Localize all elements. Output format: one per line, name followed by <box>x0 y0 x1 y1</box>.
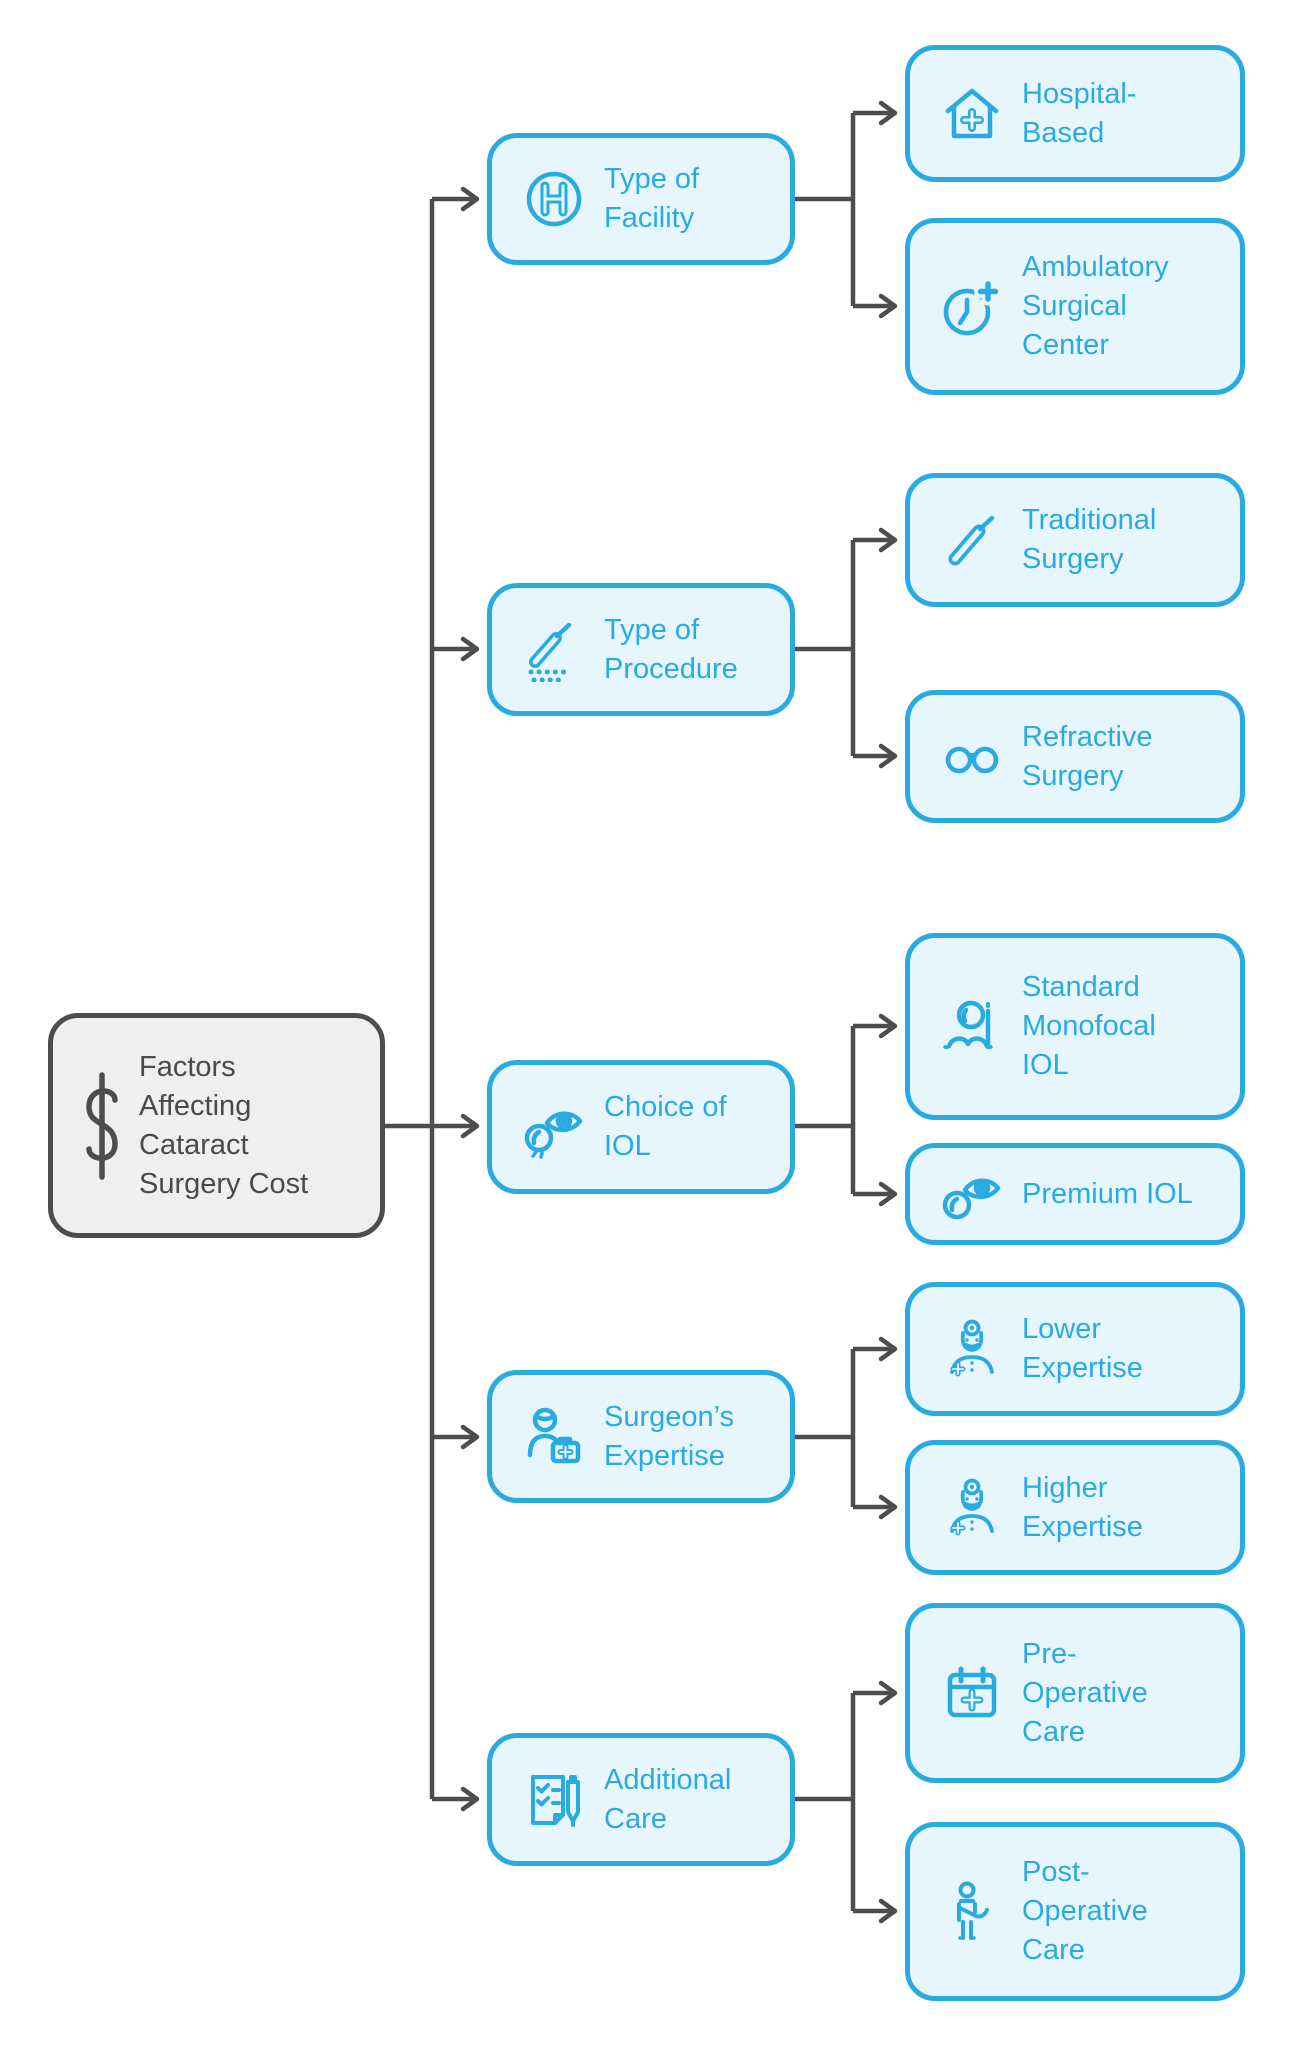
root-node-factors: Factors Affecting Cataract Surgery Cost <box>48 1013 385 1238</box>
surgeon-head-mirror-icon <box>940 1317 1004 1381</box>
clock-plus-icon <box>940 275 1004 339</box>
surgeon-medical-kit-icon <box>522 1405 586 1469</box>
child-lower-expertise: Lower Expertise <box>905 1282 1245 1416</box>
child-pre-operative-care: Pre-Operative Care <box>905 1603 1245 1783</box>
child-hospital-based: Hospital-Based <box>905 45 1245 182</box>
child-post-operative-care: Post-Operative Care <box>905 1822 1245 2001</box>
connector-facility-stem <box>795 113 856 306</box>
branch-label: Surgeon’s Expertise <box>604 1400 735 1472</box>
child-label: Premium IOL <box>1022 1177 1193 1210</box>
monocle-mustache-icon <box>940 995 1004 1059</box>
hospital-h-icon <box>522 167 586 231</box>
connector-procedure-stem <box>795 540 856 756</box>
child-label: Higher Expertise <box>1022 1471 1143 1543</box>
arm-sling-icon <box>940 1880 1004 1944</box>
child-refractive-surgery: Refractive Surgery <box>905 690 1245 823</box>
branch-additional-care: Additional Care <box>487 1733 795 1866</box>
dollar-sign-icon <box>79 1063 125 1189</box>
branch-label: Type of Facility <box>604 163 700 234</box>
checklist-pen-icon <box>522 1768 586 1832</box>
surgeon-head-mirror-icon <box>940 1476 1004 1540</box>
eye-lens-icon <box>940 1162 1004 1226</box>
connector-additional-stem <box>795 1693 856 1911</box>
connector-iol-stem <box>795 1026 856 1194</box>
branch-type-of-procedure: Type of Procedure <box>487 583 795 716</box>
child-label: Standard Monofocal IOL <box>1022 971 1156 1081</box>
child-label: Ambulatory Surgical Center <box>1022 251 1169 361</box>
branch-label: Additional Care <box>604 1763 732 1835</box>
branch-label: Type of Procedure <box>604 613 738 685</box>
hospital-building-icon <box>940 82 1004 146</box>
branch-type-of-facility: Type of Facility <box>487 133 795 265</box>
child-label: Post-Operative Care <box>1022 1856 1148 1966</box>
child-traditional-surgery: Traditional Surgery <box>905 473 1245 607</box>
root-label: Factors Affecting Cataract Surgery Cost <box>139 1050 309 1200</box>
calendar-cross-icon <box>940 1661 1004 1725</box>
child-label: Refractive Surgery <box>1022 720 1153 792</box>
child-label: Traditional Surgery <box>1022 504 1157 575</box>
eye-lens-icon <box>522 1095 586 1159</box>
connector-expertise-stem <box>795 1349 856 1507</box>
scalpel-incision-icon <box>522 618 586 682</box>
branch-label: Choice of IOL <box>604 1091 727 1162</box>
child-label: Pre-Operative Care <box>1022 1637 1148 1748</box>
child-label: Hospital-Based <box>1022 77 1137 149</box>
child-higher-expertise: Higher Expertise <box>905 1440 1245 1575</box>
child-ambulatory-surgical-center: Ambulatory Surgical Center <box>905 218 1245 395</box>
branch-choice-of-iol: Choice of IOL <box>487 1060 795 1194</box>
eyeglasses-icon <box>940 725 1004 789</box>
branch-surgeons-expertise: Surgeon’s Expertise <box>487 1370 795 1503</box>
scalpel-icon <box>940 508 1004 572</box>
child-label: Lower Expertise <box>1022 1313 1143 1384</box>
child-premium-iol: Premium IOL <box>905 1143 1245 1245</box>
child-standard-monofocal-iol: Standard Monofocal IOL <box>905 933 1245 1120</box>
